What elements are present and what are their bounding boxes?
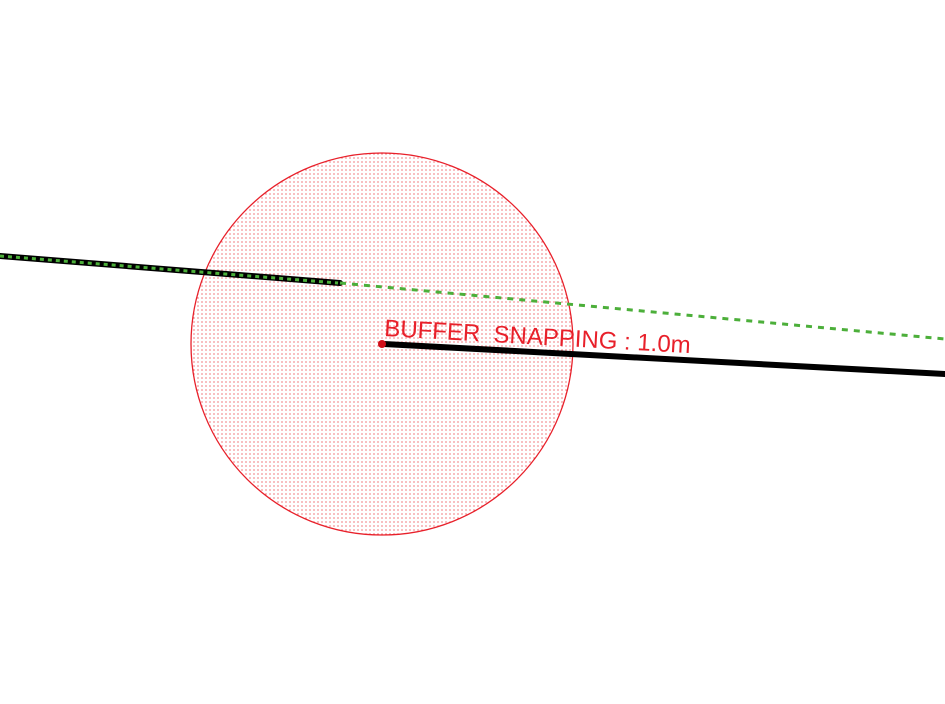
- existing-line-right: [381, 341, 945, 377]
- snap-point: [378, 340, 386, 348]
- snapped-line-overlay: [0, 254, 339, 285]
- buffer-zone-outline: [190, 152, 574, 536]
- snapped-connection-line: [339, 281, 945, 341]
